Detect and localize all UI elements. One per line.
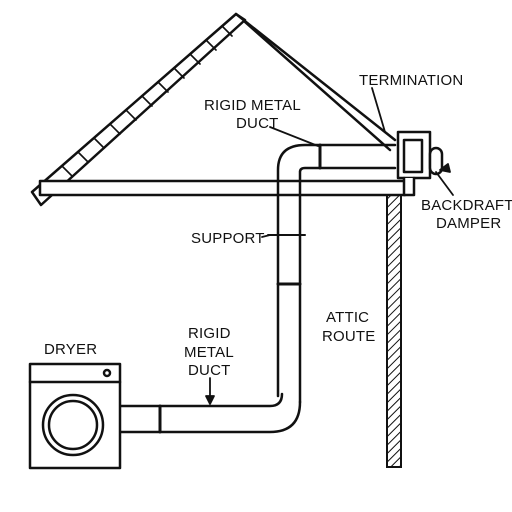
label-backdraft-1: BACKDRAFT <box>421 197 512 214</box>
label-rigid-duct-bottom-1: RIGID <box>188 325 231 342</box>
rigid-metal-duct <box>118 143 397 434</box>
label-backdraft-2: DAMPER <box>436 215 501 232</box>
label-support: SUPPORT <box>191 230 265 247</box>
exterior-wall <box>386 194 402 468</box>
label-rigid-duct-bottom-2: METAL <box>184 344 234 361</box>
label-attic-route-2: ROUTE <box>322 328 376 345</box>
roof <box>30 12 397 207</box>
label-attic-route-1: ATTIC <box>326 309 369 326</box>
label-rigid-duct-top-1: RIGID METAL <box>204 97 301 114</box>
termination-hood <box>396 130 444 197</box>
label-termination: TERMINATION <box>359 72 463 89</box>
label-rigid-duct-top-2: DUCT <box>236 115 278 132</box>
dryer-icon <box>28 362 122 470</box>
labels: TERMINATION RIGID METAL DUCT BACKDRAFT D… <box>44 72 512 379</box>
ceiling-joist <box>38 179 407 197</box>
label-rigid-duct-bottom-3: DUCT <box>188 362 230 379</box>
callout-leaders <box>205 87 454 405</box>
label-dryer: DRYER <box>44 341 97 358</box>
